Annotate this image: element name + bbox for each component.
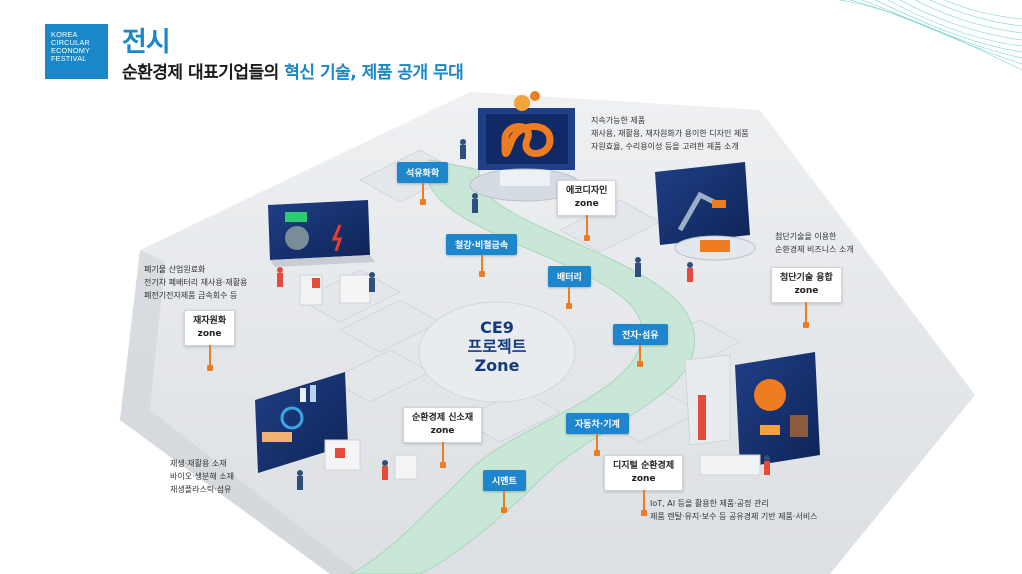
zone-suffix: zone: [197, 329, 222, 339]
digital-booth: [684, 352, 820, 476]
subtitle-highlight: 혁신 기술, 제품 공개 무대: [284, 63, 464, 83]
ce9-line2: 프로젝트: [467, 337, 527, 356]
desc-line: 첨단기술을 이용한: [775, 232, 837, 241]
desc-line: IoT, AI 등을 활용한 제품·공정 관리: [650, 499, 769, 508]
ce9-path: [349, 159, 696, 574]
decorative-waves: [839, 0, 1022, 71]
zone-suffix: zone: [574, 199, 599, 209]
recycling-booth: [268, 200, 375, 306]
visitors: [277, 139, 770, 490]
logo-line: KOREA: [51, 30, 78, 39]
desc-digital: IoT, AI 등을 활용한 제품·공정 관리 제품 렌탈·유지·보수 등 공유…: [650, 497, 818, 523]
desc-line: 자원효율, 수리용이성 등을 고려한 제품 소개: [591, 142, 739, 151]
desc-eco-design: 지속가능한 제품 재사용, 재활용, 재자원화가 용이한 디자인 제품 자원효율…: [591, 114, 749, 153]
desc-new-material: 재생·재활용 소재 바이오·생분해 소재 재생플라스틱·섬유: [170, 457, 234, 496]
new-material-booth: [255, 372, 418, 480]
chip-steel: 철강·비철금속: [446, 234, 518, 277]
desc-line: 재생플라스틱·섬유: [170, 485, 232, 494]
zone-name: 재자원화: [193, 316, 227, 326]
chip-cement: 시멘트: [483, 470, 526, 513]
festival-logo: KOREA CIRCULAR ECONOMY FESTIVAL: [45, 24, 108, 79]
zone-suffix: zone: [631, 474, 656, 484]
desc-line: 바이오·생분해 소재: [170, 472, 234, 481]
logo-line: FESTIVAL: [51, 54, 87, 63]
desc-line: 폐전기전자제품 금속회수 등: [144, 291, 238, 300]
ce9-line3: Zone: [474, 356, 520, 375]
ce9-project-zone-label: CE9 프로젝트 Zone: [458, 318, 536, 375]
desc-line: 제품 렌탈·유지·보수 등 공유경제 기반 제품·서비스: [650, 512, 818, 521]
subtitle-plain: 순환경제 대표기업들의: [122, 63, 279, 83]
logo-line: ECONOMY: [51, 46, 91, 55]
page-title: 전시: [122, 27, 171, 58]
desc-line: 전기차 폐배터리 재사용·재활용: [144, 278, 248, 287]
chip-electronics: 전자·섬유: [613, 324, 668, 367]
ce9-line1: CE9: [480, 318, 514, 337]
chip-auto: 자동차·기계: [566, 413, 629, 456]
zone-suffix: zone: [794, 286, 819, 296]
desc-recycling: 폐기물 산업원료화 전기차 폐배터리 재사용·재활용 폐전기전자제품 금속회수 …: [144, 263, 247, 302]
desc-line: 재사용, 재활용, 재자원화가 용이한 디자인 제품: [591, 129, 749, 138]
desc-line: 지속가능한 제품: [591, 116, 646, 125]
zone-name: 에코디자인: [566, 186, 608, 196]
zone-digital: 디지털 순환경제 zone: [604, 455, 684, 516]
zone-recycling: 재자원화 zone: [184, 310, 236, 371]
chip-battery: 배터리: [548, 266, 591, 309]
eco-design-booth: [469, 91, 581, 202]
zone-name: 첨단기술 융합: [780, 273, 833, 283]
zone-name: 디지털 순환경제: [613, 461, 675, 471]
desc-advanced-tech: 첨단기술을 이용한 순환경제 비즈니스 소개: [775, 230, 854, 256]
desc-line: 재생·재활용 소재: [170, 459, 227, 468]
logo-line: CIRCULAR: [51, 38, 90, 47]
chip-petrochem: 석유화학: [397, 162, 449, 205]
zone-suffix: zone: [430, 426, 455, 436]
desc-line: 폐기물 산업원료화: [144, 265, 206, 274]
advanced-tech-booth: [655, 162, 756, 261]
zone-new-material: 순환경제 신소재 zone: [403, 407, 483, 468]
zone-name: 순환경제 신소재: [412, 413, 474, 423]
zone-advanced-tech: 첨단기술 융합 zone: [771, 267, 842, 328]
zone-eco-design: 에코디자인 zone: [557, 180, 617, 241]
desc-line: 순환경제 비즈니스 소개: [775, 245, 854, 254]
page-subtitle: 순환경제 대표기업들의 혁신 기술, 제품 공개 무대: [122, 58, 464, 83]
